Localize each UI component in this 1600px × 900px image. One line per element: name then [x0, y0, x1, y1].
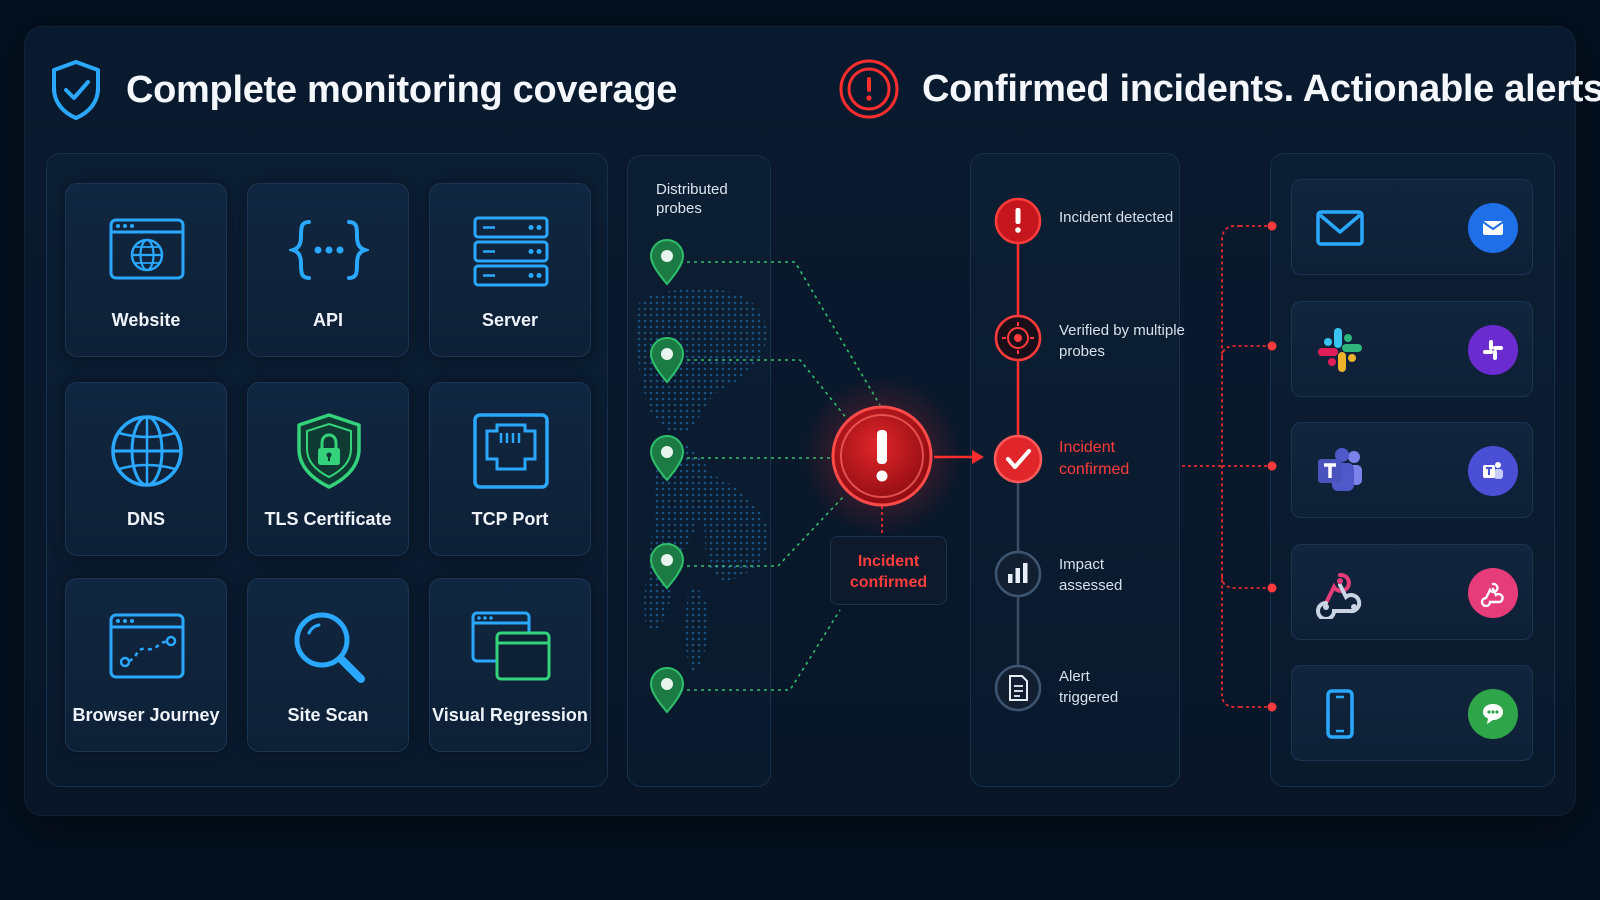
bar-chart-icon — [994, 550, 1042, 598]
document-icon — [994, 664, 1042, 712]
service-tile-dns[interactable]: DNS — [65, 382, 227, 556]
shield-lock-icon — [297, 413, 361, 489]
exclamation-icon — [876, 430, 888, 482]
globe-icon — [111, 415, 183, 487]
channel-card-slack[interactable] — [1291, 301, 1533, 397]
probe-connectors — [680, 261, 881, 691]
map-pin-icon — [649, 667, 685, 714]
email-badge-icon — [1468, 203, 1518, 253]
channel-card-webhook[interactable] — [1291, 544, 1533, 640]
probes-title: Distributed probes — [656, 181, 728, 217]
target-icon — [994, 314, 1042, 362]
service-tile-server[interactable]: Server — [429, 183, 591, 357]
shield-check-icon — [52, 60, 100, 120]
service-tile-tcp-port[interactable]: TCP Port — [429, 382, 591, 556]
step-label-verified: Verified by multiple probes — [1059, 322, 1185, 360]
channel-card-teams[interactable] — [1291, 422, 1533, 518]
service-label: Site Scan — [287, 705, 369, 725]
slack-icon — [1318, 328, 1362, 372]
arrow-to-confirmed — [934, 450, 984, 464]
checkmark-icon — [993, 434, 1043, 484]
service-label: Browser Journey — [72, 705, 220, 725]
email-envelope-icon — [1316, 210, 1364, 246]
api-braces-icon — [289, 220, 369, 280]
service-label: DNS — [126, 509, 165, 529]
central-alert — [802, 376, 962, 536]
service-tile-api[interactable]: API — [247, 183, 409, 357]
webhook-icon — [1316, 572, 1362, 619]
map-pin-icon — [649, 435, 685, 482]
ethernet-port-icon — [473, 413, 549, 489]
service-label: TCP Port — [471, 509, 549, 529]
service-label: Visual Regression — [432, 705, 588, 725]
service-label: TLS Certificate — [264, 509, 392, 529]
teams-icon — [1318, 448, 1362, 491]
exclamation-circle-icon — [994, 197, 1042, 245]
map-pin-icon — [649, 543, 685, 590]
service-label: Server — [481, 310, 539, 330]
service-tile-tls-certificate[interactable]: TLS Certificate — [247, 382, 409, 556]
service-label: Website — [111, 310, 181, 330]
service-tile-visual-regression[interactable]: Visual Regression — [429, 578, 591, 752]
chat-badge-icon — [1468, 689, 1518, 739]
magnifier-icon — [294, 612, 365, 683]
overlapping-windows-icon — [471, 611, 551, 681]
step-label-alert: Alert triggered — [1059, 668, 1119, 706]
webhook-badge-icon — [1468, 568, 1518, 618]
channel-card-email[interactable] — [1291, 179, 1533, 275]
server-rack-icon — [473, 216, 549, 287]
map-pin-icon — [649, 239, 685, 286]
service-tile-browser-journey[interactable]: Browser Journey — [65, 578, 227, 752]
connector-endpoints — [1267, 221, 1277, 712]
coverage-headline: Complete monitoring coverage — [48, 58, 677, 122]
browser-globe-icon — [109, 218, 185, 280]
probe-pins — [649, 239, 685, 714]
step-label-confirmed: Incident confirmed — [1059, 439, 1130, 478]
map-pin-icon — [649, 337, 685, 384]
channel-card-mobile[interactable] — [1291, 665, 1533, 761]
teams-badge-icon — [1468, 446, 1518, 496]
incidents-headline: Confirmed incidents. Actionable alerts. — [838, 58, 1600, 120]
world-map-dots — [636, 288, 769, 673]
browser-path-icon — [109, 613, 185, 679]
central-confirmed-label: Incident confirmed — [830, 536, 947, 605]
channels-panel — [1270, 153, 1555, 787]
mobile-phone-icon — [1326, 689, 1354, 739]
step-label-detected: Incident detected — [1059, 209, 1174, 226]
services-panel: Website API Server — [46, 153, 608, 787]
step-label-impact: Impact assessed — [1059, 556, 1123, 594]
channel-connectors — [1182, 225, 1272, 708]
alert-circle-icon — [839, 59, 899, 119]
service-tile-site-scan[interactable]: Site Scan — [247, 578, 409, 752]
slack-badge-icon — [1468, 325, 1518, 375]
incidents-title: Confirmed incidents. Actionable alerts. — [922, 67, 1600, 110]
service-tile-website[interactable]: Website — [65, 183, 227, 357]
service-label: API — [312, 310, 343, 330]
coverage-title: Complete monitoring coverage — [126, 68, 678, 111]
